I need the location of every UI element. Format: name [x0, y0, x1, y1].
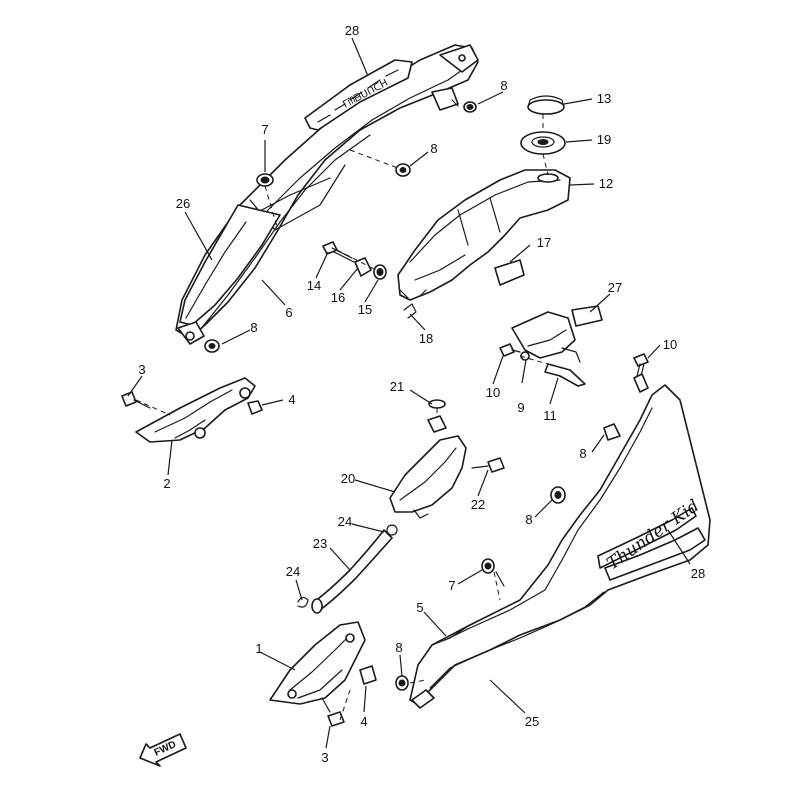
hose-23-clips-24 — [297, 524, 398, 614]
callout-2: 2 — [163, 476, 170, 491]
callout-8: 8 — [430, 141, 437, 156]
callout-14: 14 — [307, 278, 321, 293]
callout-28-right: 28 — [691, 566, 705, 581]
callout-28-top: 28 — [345, 23, 359, 38]
bracket-2 — [121, 377, 263, 443]
callout-4: 4 — [360, 714, 367, 729]
callout-19: 19 — [597, 132, 611, 147]
callout-15: 15 — [358, 302, 372, 317]
callout-labels: 28 8 13 19 7 8 12 26 17 14 16 15 6 27 8 … — [138, 23, 705, 765]
callout-22: 22 — [471, 497, 485, 512]
callout-8: 8 — [579, 446, 586, 461]
callout-5: 5 — [416, 600, 423, 615]
callout-23: 23 — [313, 536, 327, 551]
callout-9: 9 — [517, 400, 524, 415]
callout-8: 8 — [395, 640, 402, 655]
callout-24: 24 — [338, 514, 352, 529]
tank-cap-13 — [527, 95, 565, 115]
callout-16: 16 — [331, 290, 345, 305]
tail-bracket-27-9-11 — [499, 305, 603, 387]
callout-18: 18 — [419, 331, 433, 346]
clip-18 — [403, 303, 417, 319]
gasket-19 — [520, 131, 566, 155]
assembly-guide-lines — [135, 114, 549, 721]
callout-10: 10 — [663, 337, 677, 352]
fwd-arrow-icon: FWD — [139, 733, 187, 767]
grommets-upper — [204, 101, 477, 353]
callout-21: 21 — [390, 379, 404, 394]
callout-11: 11 — [543, 408, 557, 423]
callout-13: 13 — [597, 91, 611, 106]
callout-10: 10 — [486, 385, 500, 400]
side-cover-25: Thunder Kid — [409, 384, 711, 709]
bolt-10-right — [633, 353, 649, 381]
callout-4: 4 — [288, 392, 295, 407]
reservoir-20 — [389, 399, 467, 519]
callout-26: 26 — [176, 196, 190, 211]
callout-20: 20 — [341, 471, 355, 486]
callout-8: 8 — [525, 512, 532, 527]
callout-1: 1 — [255, 641, 262, 656]
callout-8: 8 — [500, 78, 507, 93]
callout-3: 3 — [321, 750, 328, 765]
callout-7: 7 — [448, 578, 455, 593]
bolt-collar-grommet-14-16-15 — [322, 241, 387, 280]
bracket-1 — [269, 621, 377, 727]
grommets-right — [395, 373, 649, 691]
seat-cover-assembly-26-28-6: ᒥᗰᗷᑌᑎᑕᕼ — [175, 44, 479, 345]
callout-24: 24 — [286, 564, 300, 579]
callout-6: 6 — [285, 305, 292, 320]
callout-27: 27 — [608, 280, 622, 295]
callout-3: 3 — [138, 362, 145, 377]
callout-12: 12 — [599, 176, 613, 191]
callout-8: 8 — [250, 320, 257, 335]
bolt-22 — [471, 457, 505, 473]
callout-7: 7 — [261, 122, 268, 137]
leader-lines — [127, 37, 691, 749]
callout-25: 25 — [525, 714, 539, 729]
callout-17: 17 — [537, 235, 551, 250]
